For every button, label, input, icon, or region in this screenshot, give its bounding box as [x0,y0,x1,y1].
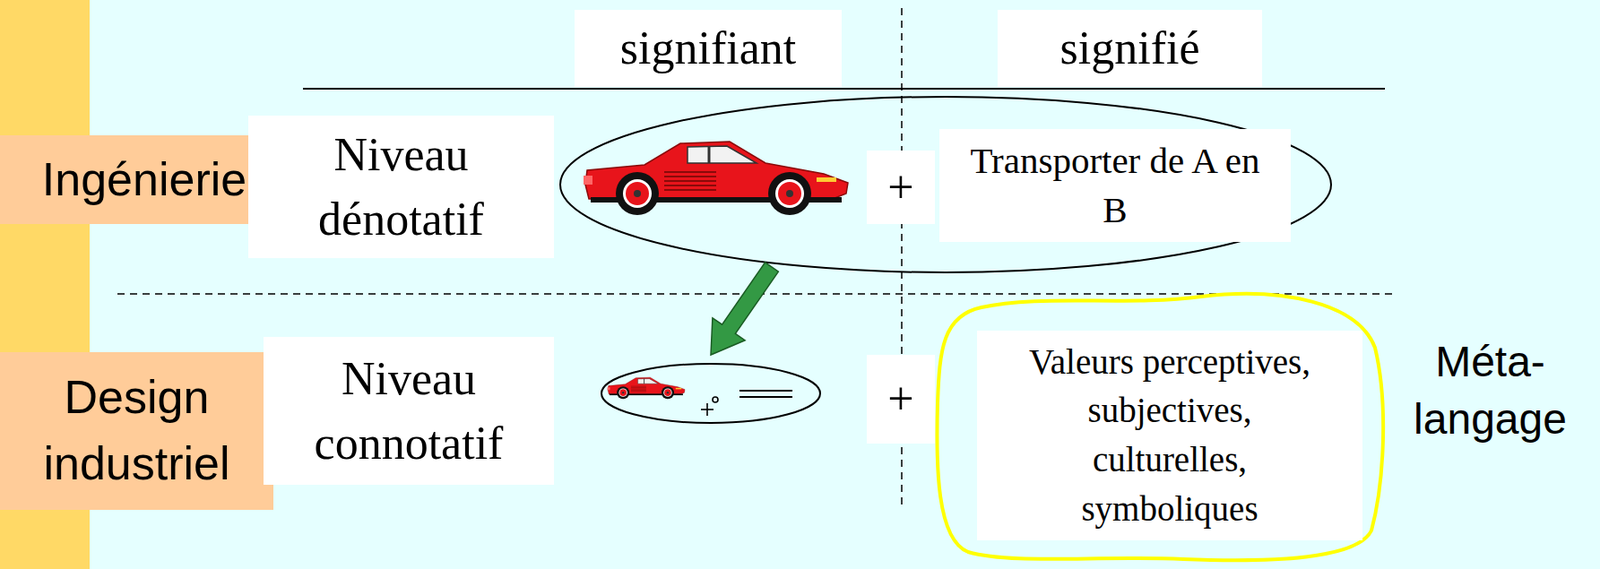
header-rule [302,87,1385,90]
sign-ellipse-small [601,363,821,424]
box-text: + [887,159,914,216]
plus-box: + [866,354,935,444]
level-box: Niveau dénotatif [248,115,554,260]
signified-box: Valeurs perceptives, subjectives, cultur… [977,330,1363,541]
box-text: signifiant [620,20,796,77]
car-mini [607,377,685,399]
car-illustration [583,141,848,216]
discipline-box: Design industriel [0,352,274,511]
header-box: signifié [997,9,1263,87]
discipline-box: Ingénierie [0,135,289,225]
header-box: signifiant [574,9,842,87]
highlight-outline [936,294,1384,561]
level-box: Niveau connotatif [263,337,554,485]
box-text: Niveau dénotatif [285,122,519,252]
box-text: signifié [1060,20,1201,77]
side-label: Méta- langage [1389,333,1592,449]
box-text: Niveau connotatif [292,346,526,476]
mini-sign-symbols [700,390,793,416]
plus-box: + [866,150,935,225]
signified-box: Transporter de A en B [939,129,1291,243]
box-text: Design industriel [29,364,245,498]
sign-ellipse [560,96,1332,273]
box-text: + [887,371,914,427]
box-text: Transporter de A en B [960,136,1271,236]
box-text: Valeurs perceptives, subjectives, cultur… [1015,337,1325,534]
box-text: Ingénierie [42,151,247,208]
derivation-arrow [710,262,779,355]
